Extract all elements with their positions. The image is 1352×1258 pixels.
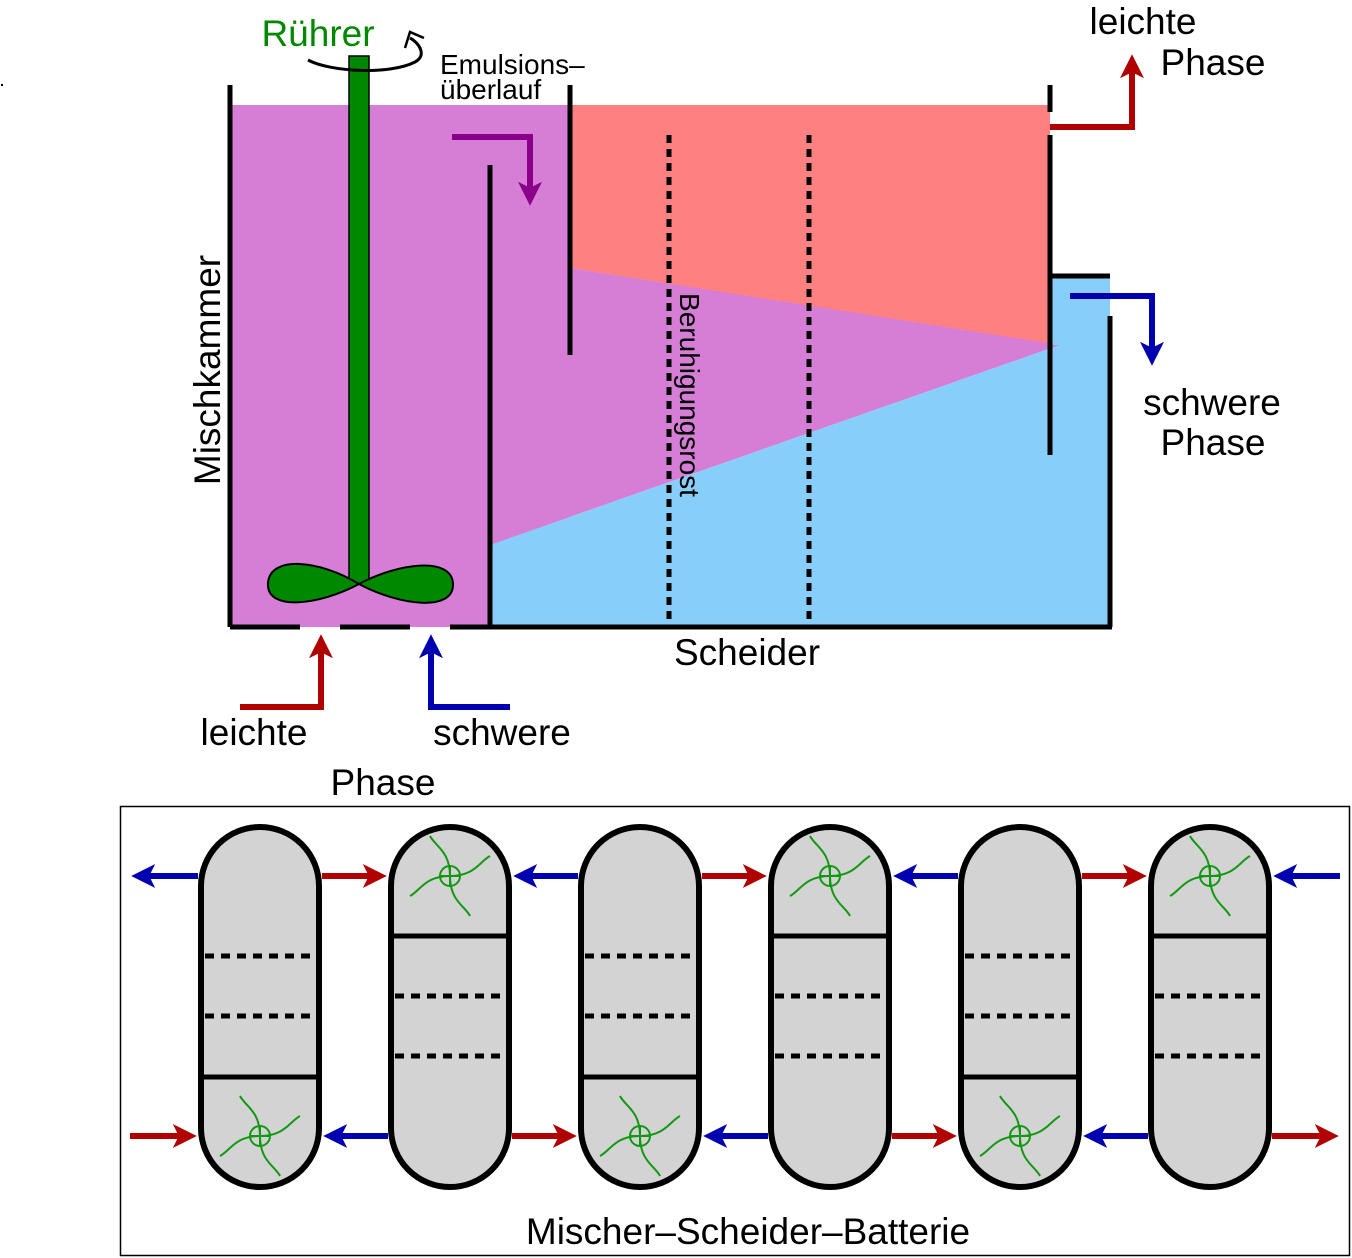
inlet-phase-label: Phase [331,762,436,803]
battery-unit [388,824,512,1190]
impeller-icon [599,1095,681,1177]
light-phase-outlet-arrow [1050,54,1144,130]
outlet-heavy-label-1: schwere [1143,382,1281,423]
stirrer-shaft [348,55,370,585]
separator-label: Scheider [674,632,820,673]
outlet-heavy-label-2: Phase [1161,422,1266,463]
capsule-body [578,824,702,1190]
battery-unit [958,824,1082,1190]
capsule-body [1148,824,1272,1190]
battery-unit [768,824,892,1190]
battery-units [198,824,1272,1190]
emulsion-overflow-arrow [452,134,542,206]
heavy-phase-inlet-arrow [419,634,510,710]
capsule-body [388,824,512,1190]
emulsion-overflow-label-2: überlauf [440,74,541,105]
mixing-chamber-label: Mischkammer [187,255,228,485]
capsule-body [768,824,892,1190]
impeller-icon [979,1095,1061,1177]
battery-unit [578,824,702,1190]
rotation-arrowhead-icon [403,30,425,49]
inlet-light-label: leichte [201,712,308,753]
outlet-light-label-2: Phase [1161,42,1266,83]
mixer-settler-battery: Mischer–Scheider–Batterie [119,805,1351,1257]
stirrer-blade [266,563,455,604]
emulsion-layer [490,268,1060,627]
battery-flows [130,864,1340,1148]
impeller-icon [789,835,871,917]
heavy-phase-outlet-arrow [1070,293,1164,366]
stray-dot [1,84,3,86]
rotation-arrow-icon [307,36,423,72]
impeller-icon [409,835,491,917]
battery-title: Mischer–Scheider–Batterie [526,1211,970,1252]
mixer-settler-unit: Rührer Emulsions– überlauf Mischkammer B… [187,1,1281,803]
stirrer-label: Rührer [261,13,374,54]
inlet-heavy-label: schwere [433,712,571,753]
capsule-body [198,824,322,1190]
light-phase-inlet-arrow [240,634,333,710]
impeller-icon [219,1095,301,1177]
battery-unit [198,824,322,1190]
battery-unit [1148,824,1272,1190]
battery-frame [119,805,1351,1257]
heavy-phase-layer [490,277,1110,627]
stirrer [266,30,455,604]
outlet-light-label-1: leichte [1090,1,1197,42]
emulsion-overflow-label-1: Emulsions– [440,49,585,80]
impeller-icon [1169,835,1251,917]
capsule-body [958,824,1082,1190]
calming-grid-label: Beruhigungsrost [674,293,705,497]
